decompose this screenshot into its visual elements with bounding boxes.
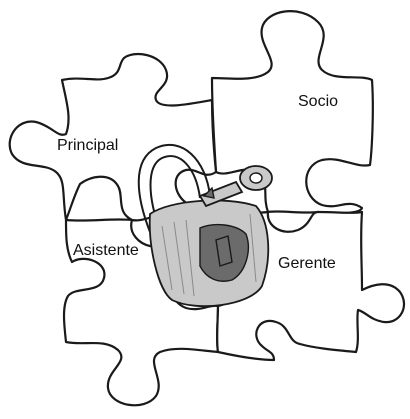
piece-label-socio: Socio — [298, 94, 338, 110]
piece-label-asistente: Asistente — [73, 243, 139, 259]
piece-label-gerente: Gerente — [278, 256, 336, 272]
piece-label-principal: Principal — [57, 138, 118, 154]
